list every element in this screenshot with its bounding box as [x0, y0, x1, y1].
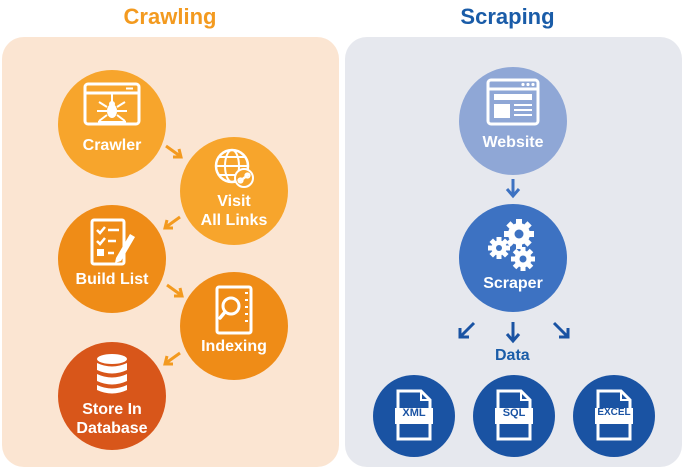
crawling-title: Crawling: [123, 4, 217, 29]
index-search-icon: [215, 285, 253, 335]
crawler-node: Crawler: [58, 70, 166, 178]
arrow-indexing-to-store: [163, 351, 181, 366]
xml-node: [373, 375, 455, 457]
website-node: Website: [459, 67, 567, 175]
globe-link-icon: [214, 148, 254, 188]
store-database-node: Store In Database: [58, 342, 166, 450]
website-label: Website: [482, 134, 544, 151]
visit-label-line1: Visit: [217, 193, 251, 210]
visit-links-node: Visit All Links: [180, 137, 288, 245]
arrow-build-to-indexing: [166, 283, 184, 298]
database-icon: [97, 354, 127, 394]
store-label-line2: Database: [76, 420, 148, 437]
indexing-label: Indexing: [201, 338, 267, 355]
gears-icon: [488, 219, 535, 271]
arrow-scraper-to-sql: [505, 322, 521, 344]
indexing-node: Indexing: [180, 272, 288, 380]
excel-node: [573, 375, 655, 457]
sql-node: [473, 375, 555, 457]
visit-label-line2: All Links: [200, 212, 268, 229]
spider-icon: [83, 82, 141, 126]
checklist-icon: [90, 218, 135, 266]
xml-label: XML: [402, 407, 426, 419]
store-label-line1: Store In: [82, 401, 142, 418]
arrow-crawler-to-visit: [165, 144, 183, 159]
crawling-panel: [2, 37, 339, 467]
scraper-label: Scraper: [483, 275, 543, 292]
browser-window-icon: [486, 78, 540, 126]
data-label: Data: [495, 347, 530, 364]
sql-label: SQL: [502, 407, 526, 419]
scraping-title: Scraping: [460, 4, 555, 29]
sql-file-icon: [495, 389, 533, 441]
arrow-visit-to-build: [163, 215, 181, 230]
arrow-website-to-scraper: [505, 179, 521, 199]
build-list-node: Build List: [58, 205, 166, 313]
scraper-node: Scraper: [459, 204, 567, 312]
build-list-label: Build List: [75, 271, 149, 288]
xml-file-icon: [395, 389, 433, 441]
excel-label: EXCEL: [597, 407, 631, 418]
crawler-label: Crawler: [82, 137, 142, 154]
excel-file-icon: [595, 389, 633, 441]
arrow-scraper-to-excel: [552, 321, 570, 339]
arrow-scraper-to-xml: [458, 321, 476, 339]
